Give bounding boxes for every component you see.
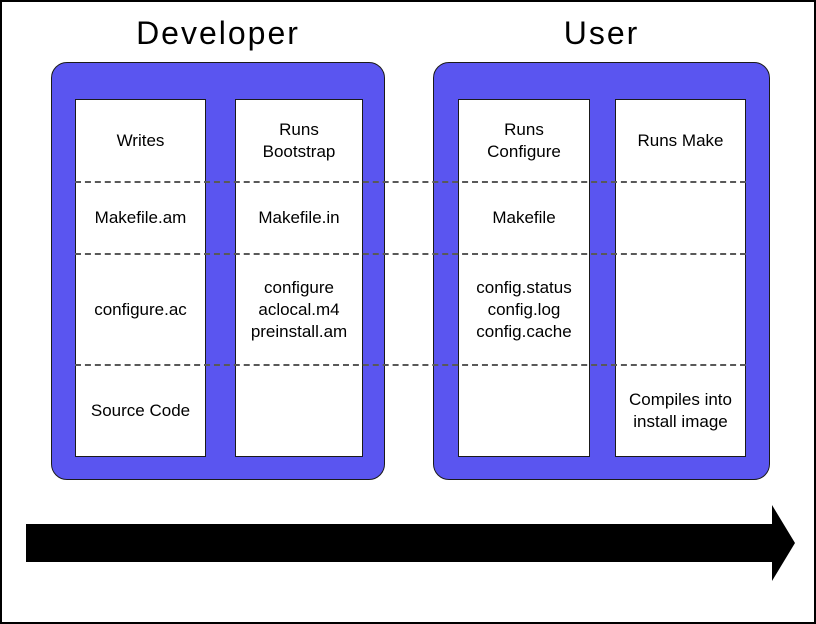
- makefile-cell: Makefile: [492, 208, 556, 227]
- developer-bootstrap-column: Runs Bootstrap Makefile.in configure acl…: [235, 99, 363, 457]
- flow-direction-arrow: [26, 505, 795, 581]
- runs-configure-cell: Runs Configure: [487, 120, 561, 161]
- user-title: User: [563, 15, 640, 51]
- row-divider-dashed-line: [75, 181, 746, 183]
- right-arrow-icon: [26, 505, 795, 581]
- empty-cell: [236, 365, 362, 456]
- configure-outputs-cell: config.status config.log config.cache: [476, 277, 572, 341]
- row-divider-dashed-line: [75, 253, 746, 255]
- writes-cell: Writes: [116, 131, 165, 150]
- bootstrap-outputs-cell: configure aclocal.m4 preinstall.am: [250, 277, 348, 341]
- makefile-in-cell: Makefile.in: [258, 208, 340, 227]
- empty-cell: [616, 254, 745, 365]
- source-code-cell: Source Code: [90, 400, 191, 420]
- row-divider-dashed-line: [75, 364, 746, 366]
- runs-bootstrap-cell: Runs Bootstrap: [262, 120, 336, 161]
- makefile-am-cell: Makefile.am: [94, 208, 187, 227]
- developer-writes-column: Writes Makefile.am configure.ac Source C…: [75, 99, 206, 457]
- compiles-install-image-cell: Compiles into install image: [629, 389, 732, 431]
- runs-make-cell: Runs Make: [637, 131, 724, 150]
- empty-cell: [459, 365, 589, 456]
- user-make-column: Runs Make Compiles into install image: [615, 99, 746, 457]
- empty-cell: [616, 182, 745, 254]
- user-configure-column: Runs Configure Makefile config.status co…: [458, 99, 590, 457]
- configure-ac-cell: configure.ac: [94, 299, 187, 319]
- developer-title: Developer: [136, 15, 300, 51]
